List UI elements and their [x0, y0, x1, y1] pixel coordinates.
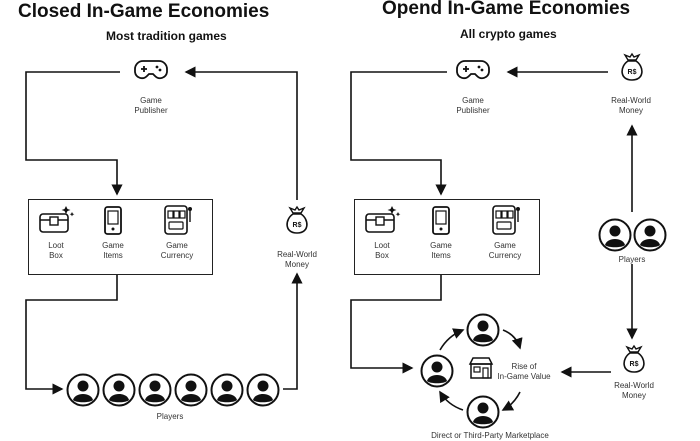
player-avatar-icon	[466, 313, 500, 347]
game-currency-label: Game Currency	[160, 241, 194, 260]
shop-icon	[468, 357, 494, 379]
publisher-label: Game Publisher	[134, 96, 168, 115]
player-avatar-icon	[138, 373, 172, 407]
loot-box-icon	[39, 206, 75, 233]
game-currency-item: Game Currency	[152, 204, 202, 261]
right-publisher-label: Game Publisher	[456, 96, 490, 115]
closed-economies-title: Closed In-Game Economies	[18, 1, 270, 22]
gamepad-icon	[134, 60, 168, 80]
slot-machine-icon	[164, 205, 192, 235]
cycle-arrow-3	[501, 391, 521, 411]
loot-box-item: Loot Box	[34, 204, 78, 261]
left-money-label: Real-World Money	[277, 250, 317, 269]
money-bag-icon: R$	[286, 205, 308, 234]
player-avatar-icon	[598, 218, 632, 252]
rise-of-value-label: Rise of In-Game Value	[497, 362, 551, 381]
phone-icon	[432, 206, 450, 235]
player-avatar-icon	[633, 218, 667, 252]
loot-box-icon	[365, 206, 401, 233]
game-items-label: Game Items	[430, 241, 452, 260]
player-avatar-icon	[66, 373, 100, 407]
left-players-label: Players	[156, 412, 184, 421]
marketplace-label: Direct or Third-Party Marketplace	[431, 431, 549, 440]
game-currency-label: Game Currency	[488, 241, 522, 260]
game-currency-item-right: Game Currency	[480, 204, 530, 261]
box-to-players-line	[25, 274, 118, 395]
players-pair	[598, 218, 668, 252]
game-items-item-right: Game Items	[419, 204, 463, 261]
money-bag-icon: R$	[623, 344, 645, 373]
money-bag-icon: R$	[621, 52, 643, 81]
player-avatar-icon	[210, 373, 244, 407]
player-avatar-icon	[246, 373, 280, 407]
game-items-label: Game Items	[102, 241, 124, 260]
cycle-arrow-1	[439, 328, 465, 351]
open-economies-subtitle: All crypto games	[460, 27, 557, 41]
money-symbol: R$	[630, 361, 639, 368]
player-avatar-icon	[420, 354, 454, 388]
right-money-top-label: Real-World Money	[611, 96, 651, 115]
publisher-to-box-line-right	[350, 71, 447, 196]
cycle-arrow-4	[439, 390, 464, 411]
open-economies-title: Opend In-Game Economies	[382, 0, 631, 19]
phone-icon	[104, 206, 122, 235]
right-players-label: Players	[618, 255, 646, 264]
players-to-money-line	[283, 272, 303, 390]
players-group	[66, 373, 282, 407]
slot-machine-icon	[492, 205, 520, 235]
player-avatar-icon	[466, 395, 500, 429]
in-game-items-box-right	[354, 199, 540, 275]
right-money-bottom-label: Real-World Money	[614, 381, 654, 400]
loot-box-item-right: Loot Box	[360, 204, 404, 261]
loot-box-label: Loot Box	[48, 241, 64, 260]
player-avatar-icon	[102, 373, 136, 407]
box-to-marketplace-line	[350, 274, 442, 374]
money-symbol: R$	[293, 222, 302, 229]
gamepad-icon	[456, 60, 490, 80]
publisher-to-box-line	[25, 71, 123, 196]
game-items-item: Game Items	[91, 204, 135, 261]
money-to-publisher-line	[184, 66, 298, 200]
loot-box-label: Loot Box	[374, 241, 390, 260]
closed-economies-subtitle: Most tradition games	[106, 29, 227, 43]
cycle-arrow-2	[502, 329, 523, 350]
money-symbol: R$	[628, 69, 637, 76]
player-avatar-icon	[174, 373, 208, 407]
